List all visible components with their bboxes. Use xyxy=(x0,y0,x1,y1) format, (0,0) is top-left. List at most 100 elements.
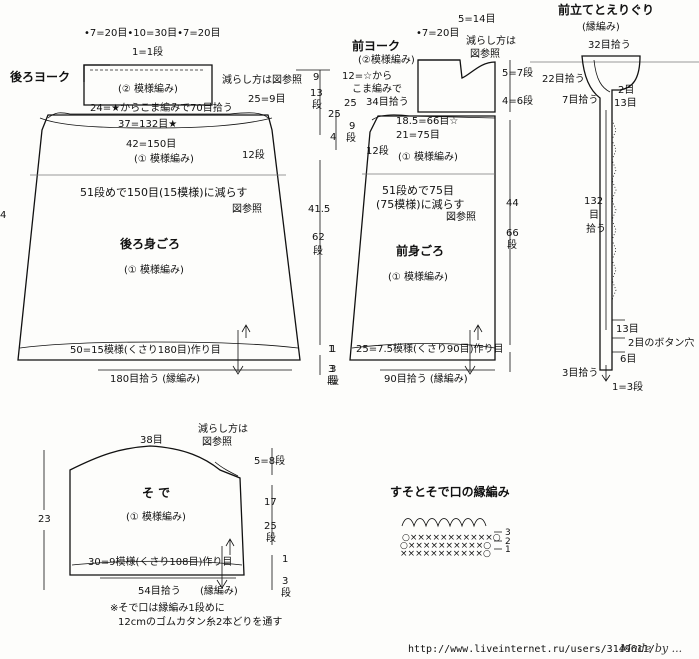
sleeve-dec2: 図参照 xyxy=(202,435,232,448)
back-arrow-up xyxy=(241,324,251,338)
edging-title: すそとそで口の縁編み xyxy=(390,484,510,499)
edging-row3-marks: ○×××××××××××○ xyxy=(402,533,501,543)
back-pickup-edge: 180目拾う (縁編み) xyxy=(110,372,200,385)
collar-r13: 13目 xyxy=(614,98,637,109)
sleeve-v23: 23 xyxy=(38,514,51,525)
sleeve-v1: 1 xyxy=(282,554,288,565)
front-top7: •7=20目 xyxy=(416,28,459,39)
sleeve-piece: 38目 減らし方は 図参照 5=8段 そ で (① 模様編み) 23 17 25… xyxy=(38,422,291,628)
back-yoke-pattern: (② 模様編み) xyxy=(118,82,178,95)
front-v3: 3 xyxy=(330,364,336,375)
back-name-pattern: (① 模様編み) xyxy=(124,263,184,276)
back-yoke-left-shoulder xyxy=(83,64,110,82)
collar-subtitle: (縁編み) xyxy=(582,20,620,33)
collar-v132: 132 xyxy=(584,196,603,207)
collar-b3: 3目拾う xyxy=(562,366,598,379)
front-zusan: 図参照 xyxy=(446,210,476,223)
sleeve-shoulder-curve xyxy=(214,461,239,477)
edging-chart: すそとそで口の縁編み ○×××××××××××○ ○××××××××××○ ××… xyxy=(390,484,511,559)
sleeve-note1: ※そで口は縁編み1段めに xyxy=(110,601,225,614)
back-name: 後ろ身ごろ xyxy=(120,236,180,251)
sleeve-dec1: 減らし方は xyxy=(198,422,248,435)
front-yoke-seam xyxy=(371,114,496,121)
back-yoke-outline xyxy=(83,64,213,106)
front-pick12b: こま編みで xyxy=(352,82,402,95)
edging-shell-row xyxy=(401,518,487,528)
sleeve-arrow-up xyxy=(225,538,235,555)
front-reduce2: (75模様)に減らす xyxy=(376,197,464,211)
collar-b13dan: 1=3段 xyxy=(612,380,643,393)
front-rows12: 12段 xyxy=(366,144,389,157)
sleeve-v3: 3 xyxy=(282,576,288,587)
sleeve-cuff-curve xyxy=(71,560,243,566)
back-yoke-title: 後ろヨーク xyxy=(10,69,70,84)
footer-url: http://www.liveinternet.ru/users/3149611… xyxy=(408,644,655,655)
front-v3dan: 段 xyxy=(329,374,339,387)
sleeve-bottom: 30=9模様(くさり108目)作り目 xyxy=(88,555,232,568)
footer-credit: Made by ... xyxy=(619,642,682,655)
front-v44: 44 xyxy=(506,198,519,209)
front-h25: 25 xyxy=(344,98,357,109)
back-rows25: 25=9目 xyxy=(248,94,285,105)
collar-bottom-ticks xyxy=(612,319,625,353)
edging-symbols: ○×××××××××××○ ○××××××××××○ ×××××××××××○ xyxy=(400,518,501,559)
collar-arrow xyxy=(601,365,611,382)
front-rows5-7: 5=7段 xyxy=(502,66,533,79)
front-hem-curve xyxy=(351,343,496,349)
sleeve-vdan: 段 xyxy=(266,531,276,544)
sleeve-pickup-edge: (縁編み) xyxy=(200,584,238,597)
edging-l1: 1 xyxy=(505,545,511,555)
sleeve-top38: 38目 xyxy=(140,435,163,446)
front-reduce1: 51段めで75目 xyxy=(382,183,454,197)
back-v41: 41.5 xyxy=(308,204,330,215)
back-v1: 1 xyxy=(328,344,334,355)
back-body-pattern-top: (① 模様編み) xyxy=(134,152,194,165)
front-piece: 5=14目 •7=20目 前ヨーク (②模様編み) 減らし方は 図参照 12=☆… xyxy=(328,14,533,387)
back-body-outline xyxy=(17,114,301,361)
collar-l7: 7目拾う xyxy=(562,93,598,106)
collar-r2: 2目 xyxy=(618,85,634,96)
collar-left22: 22目拾う xyxy=(542,72,585,85)
front-rows4-6: 4=6段 xyxy=(502,94,533,107)
back-left-clip: 4 xyxy=(0,210,6,221)
front-top5: 5=14目 xyxy=(458,14,495,25)
sleeve-v17: 17 xyxy=(264,497,277,508)
front-h25b: 25 xyxy=(328,109,341,120)
front-body-pattern-top: (① 模様編み) xyxy=(398,150,458,163)
edging-l3: 3 xyxy=(505,528,511,538)
front-v66: 66 xyxy=(506,228,519,239)
front-name-pattern: (① 模様編み) xyxy=(388,270,448,283)
collar-b13: 13目 xyxy=(616,324,639,335)
back-v13: 13 xyxy=(310,88,323,99)
front-h4: 4 xyxy=(330,132,336,143)
front-pick12c: 34目拾う xyxy=(366,95,409,108)
front-hdan: 段 xyxy=(346,131,356,144)
sleeve-v3dan: 段 xyxy=(281,586,291,599)
front-v1: 1 xyxy=(330,344,336,355)
back-arrow-down xyxy=(232,330,244,375)
edging-l2: 2 xyxy=(505,537,511,547)
front-pick12: 12=☆から xyxy=(342,70,392,82)
collar-band: 前立てとえりぐり (縁編み) 32目拾う 22目拾う 2目 13目 7目拾う 1… xyxy=(530,2,699,393)
back-width37: 37=132目★ xyxy=(118,119,177,130)
front-v66dan: 段 xyxy=(507,238,517,251)
collar-v132c: 拾う xyxy=(586,222,606,235)
back-v9: 9 xyxy=(313,72,319,83)
back-yoke-seam xyxy=(39,117,273,129)
collar-zigzag xyxy=(611,119,617,301)
front-w21: 21=75目 xyxy=(396,130,440,141)
back-vdan: 段 xyxy=(312,98,322,111)
back-armhole-curve xyxy=(47,112,269,119)
back-hem-curve xyxy=(19,341,299,349)
back-v62: 62 xyxy=(312,232,325,243)
front-yoke-outline xyxy=(417,59,496,113)
back-piece: •7=20目•10=30目•7=20目 1=1段 後ろヨーク (② 模様編み) … xyxy=(0,28,337,387)
back-reduce-note: 51段めで150目(15模様)に減らす xyxy=(80,185,247,199)
back-row1: 1=1段 xyxy=(132,45,163,58)
sleeve-name: そ で xyxy=(142,486,170,500)
sleeve-v25: 25 xyxy=(264,521,277,532)
front-w185: 18.5=66目☆ xyxy=(396,116,458,127)
front-pickup-edge: 90目拾う (縁編み) xyxy=(384,372,468,385)
collar-title: 前立てとえりぐり xyxy=(558,2,654,17)
